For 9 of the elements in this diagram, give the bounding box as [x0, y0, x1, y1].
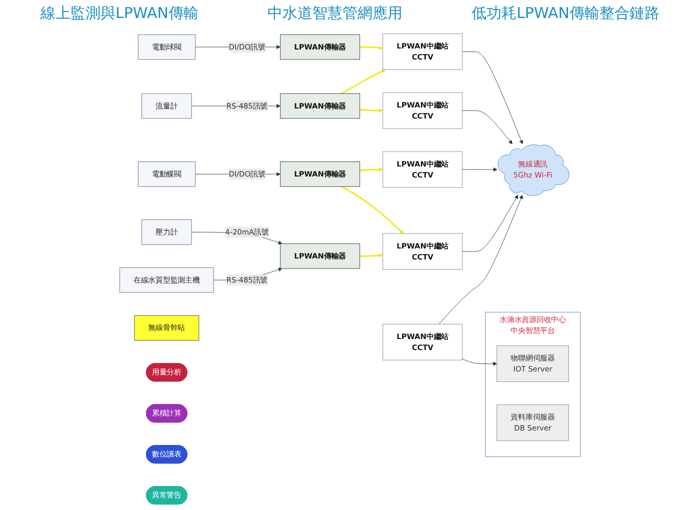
arrow: [341, 186, 404, 234]
arrow: [360, 46, 384, 50]
heading-text: 低功耗LPWAN傳輸整合鏈路: [472, 4, 660, 24]
arrow: [360, 168, 384, 172]
heading-text: 線上監測與LPWAN傳輸: [40, 4, 198, 24]
arrow: [360, 253, 384, 258]
heading-text: 中水道智慧管網應用: [268, 4, 402, 24]
arrow: [360, 108, 384, 113]
arrow: [341, 69, 386, 94]
